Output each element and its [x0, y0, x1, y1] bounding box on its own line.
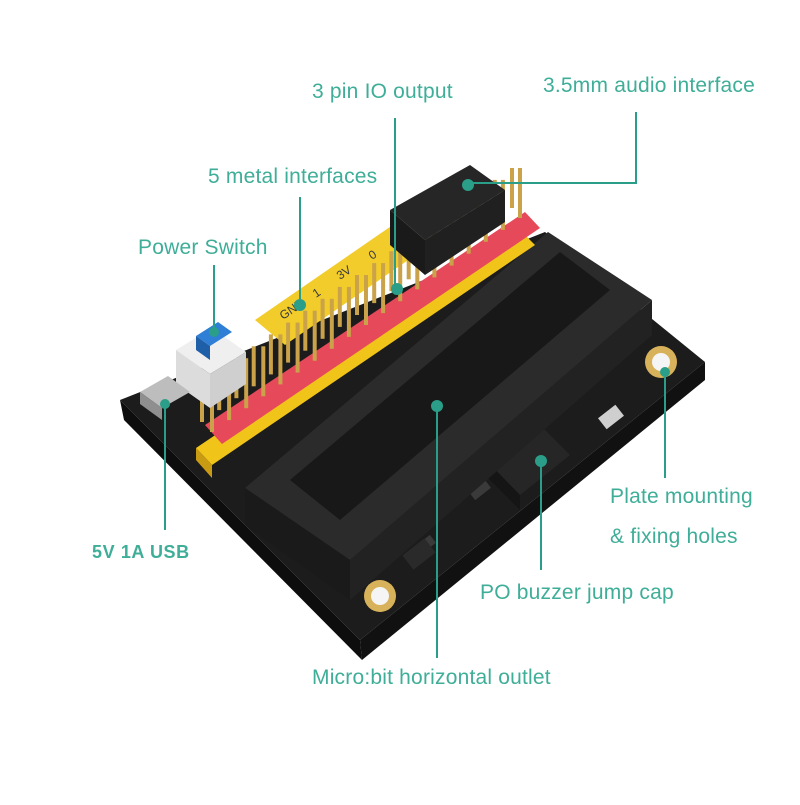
- power-switch: [176, 322, 246, 408]
- header-pin: [244, 358, 249, 409]
- label-microbit-outlet: Micro:bit horizontal outlet: [312, 666, 551, 689]
- header-pin: [355, 275, 359, 315]
- label-power-switch: Power Switch: [138, 236, 268, 259]
- label-metal-interfaces: 5 metal interfaces: [208, 165, 378, 188]
- header-pin: [210, 382, 214, 432]
- marker-dot: [391, 283, 403, 295]
- leader-lines: [164, 112, 666, 658]
- header-pin: [268, 334, 273, 375]
- header-pin: [278, 334, 283, 385]
- label-buzzer-jump-cap: PO buzzer jump cap: [480, 581, 674, 604]
- header-pin: [320, 298, 325, 339]
- header-pin: [346, 286, 351, 337]
- header-pin: [398, 251, 403, 302]
- label-usb: 5V 1A USB: [92, 542, 190, 562]
- edge-connector: [245, 232, 652, 600]
- header-pin: [312, 310, 317, 361]
- header-pin: [372, 263, 377, 304]
- usb-port: [140, 376, 190, 420]
- label-mounting-line2: & fixing holes: [610, 525, 738, 548]
- header-pin: [295, 322, 300, 373]
- label-audio-interface: 3.5mm audio interface: [543, 74, 755, 97]
- header-pin: [364, 275, 368, 325]
- header-pin: [337, 286, 342, 327]
- header-pin: [251, 346, 256, 387]
- label-mounting-line1: Plate mounting: [610, 485, 753, 508]
- header-pin: [329, 298, 334, 349]
- header-pin: [303, 310, 308, 351]
- header-pin: [389, 251, 394, 292]
- header-pin: [261, 346, 266, 397]
- label-io-output: 3 pin IO output: [312, 80, 453, 103]
- header-pin: [518, 168, 522, 218]
- header-pin: [510, 168, 514, 208]
- pad-label: 3V: [334, 263, 354, 283]
- red-header: [205, 212, 540, 444]
- leader-line-audio: [468, 112, 637, 184]
- header-pin: [381, 263, 386, 314]
- header-pin: [286, 322, 291, 363]
